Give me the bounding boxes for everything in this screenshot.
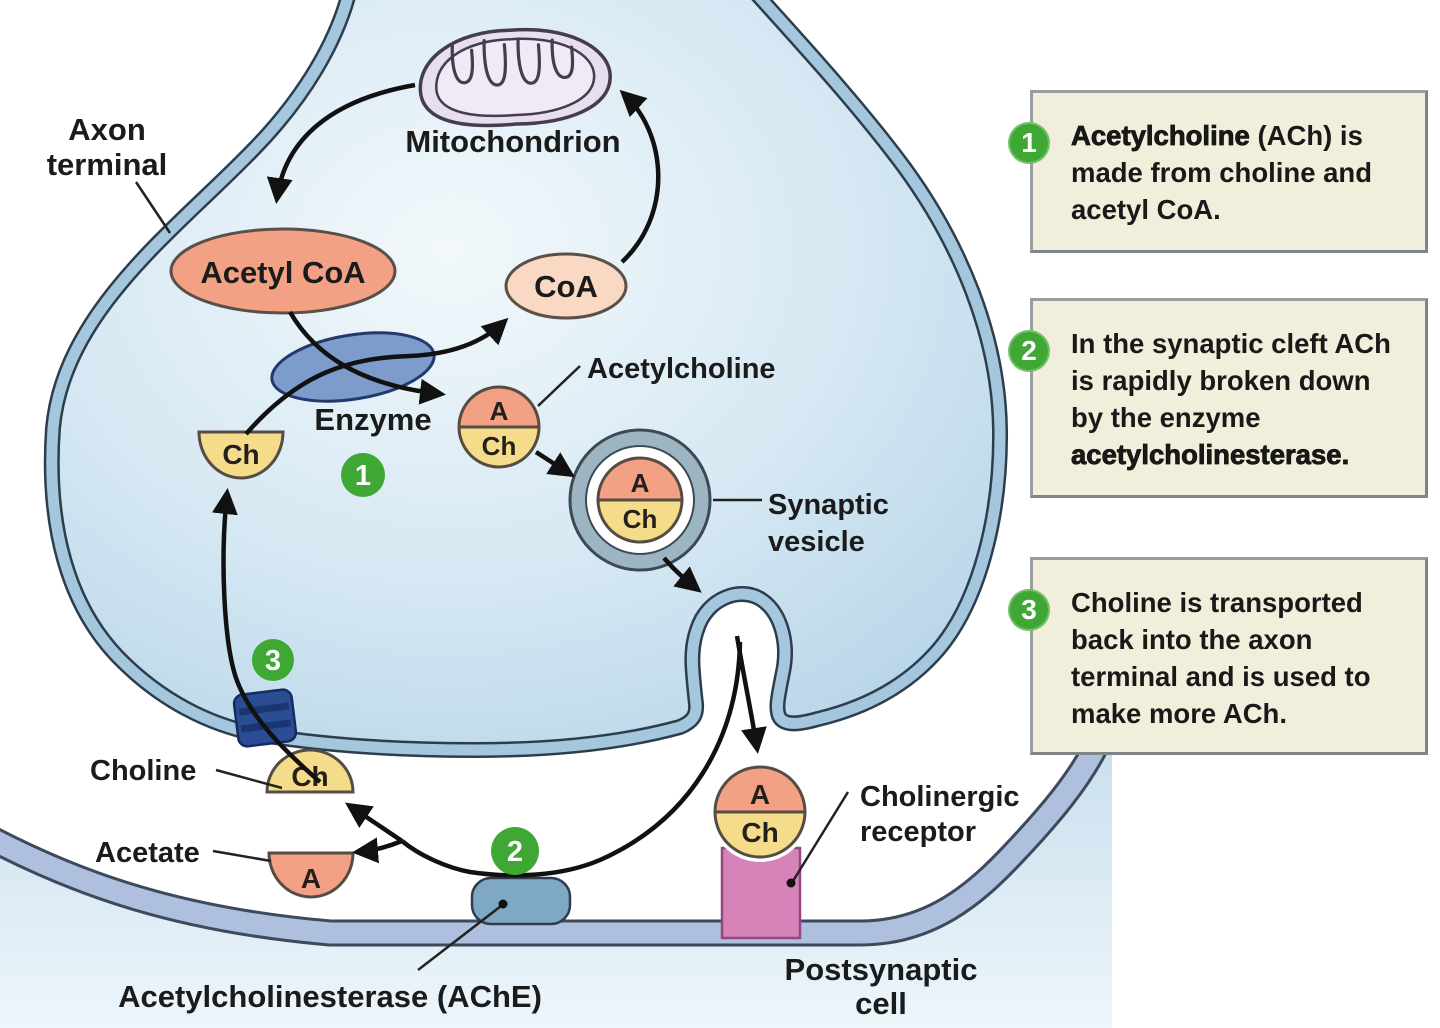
postsynaptic-cell-label-line2: cell (855, 986, 907, 1021)
ach-molecule-free: A Ch (457, 385, 541, 469)
callout-box-1: 1 Acetylcholine (ACh) is made from choli… (1008, 90, 1428, 253)
cleft-ch-label: Ch (291, 761, 328, 792)
label-pointers (134, 181, 850, 971)
pointer-ache (417, 905, 502, 971)
cholinergic-receptor-label-line2: receptor (860, 816, 976, 848)
process-arrows (211, 82, 767, 878)
svg-text:1: 1 (355, 460, 371, 492)
step-badge-3: 3 (252, 639, 294, 681)
arrow-choline-reuptake (211, 488, 322, 784)
pointer-dot-receptor (786, 878, 796, 888)
synaptic-vesicle-label-line2: vesicle (768, 526, 865, 558)
ache-enzyme-shape (470, 876, 572, 926)
arrow-choline-to-coa (244, 317, 509, 436)
mitochondrion-label: Mitochondrion (405, 124, 620, 159)
enzyme-label: Enzyme (314, 402, 431, 437)
callout-2-emphasis: acetylcholinesterase. (1071, 439, 1350, 471)
vesicle-ch-label: Ch (623, 504, 658, 534)
callout-text-1: Acetylcholine (ACh) is made from choline… (1071, 117, 1409, 228)
acetate-a-label: A (301, 863, 321, 894)
acetate-in-cleft: A (267, 851, 355, 899)
step-badge-1: 1 (341, 453, 385, 497)
choline-inside-terminal: Ch (197, 430, 285, 480)
synaptic-vesicle: A Ch (568, 428, 712, 572)
step-badge-2: 2 (491, 827, 539, 875)
callout-3-body: Choline is transported back into the axo… (1071, 587, 1371, 729)
svg-text:3: 3 (265, 645, 281, 677)
coa-shape (504, 252, 628, 320)
axon-terminal-label-line1: Axon (68, 112, 146, 147)
ache-label: Acetylcholinesterase (AChE) (118, 979, 542, 1014)
postsynaptic-cell-label-line1: Postsynaptic (785, 952, 978, 987)
callout-box-3: 3 Choline is transported back into the a… (1008, 557, 1428, 755)
receptor-a-label: A (750, 779, 770, 810)
acetylcholine-label: Acetylcholine (587, 353, 776, 385)
vesicle-a-label: A (631, 468, 650, 498)
ach-molecule-on-receptor: A Ch (710, 762, 810, 862)
mitochondrion-shape (418, 27, 612, 128)
inner-ch-label: Ch (222, 439, 259, 470)
callout-badge-3: 3 (1008, 589, 1050, 631)
callout-text-2: In the synaptic cleft ACh is rapidly bro… (1071, 325, 1409, 473)
acetyl-coa-label: Acetyl CoA (200, 255, 365, 290)
pointer-choline (215, 768, 283, 790)
pointer-receptor (791, 791, 850, 882)
arrow-vesicle-to-membrane (662, 556, 702, 593)
acetate-label: Acetate (95, 837, 200, 869)
callout-1-body: (ACh) is made from choline and acetyl Co… (1071, 120, 1373, 225)
postsynaptic-membrane-band (0, 737, 1108, 944)
callout-text-3: Choline is transported back into the axo… (1071, 584, 1409, 732)
cholinergic-receptor-shape (720, 846, 802, 940)
arrow-to-acetate (352, 837, 403, 864)
choline-label: Choline (90, 755, 196, 787)
postsynaptic-cell-body (0, 742, 1112, 1028)
coa-label: CoA (534, 269, 598, 304)
pointer-acetate (212, 849, 272, 863)
axon-terminal-label-line2: terminal (47, 147, 168, 182)
callout-2-body: In the synaptic cleft ACh is rapidly bro… (1071, 328, 1391, 433)
svg-text:2: 2 (507, 836, 523, 868)
arrow-to-choline (345, 802, 404, 843)
acetyl-coa-shape (169, 227, 397, 315)
callout-box-2: 2 In the synaptic cleft ACh is rapidly b… (1008, 298, 1428, 498)
arrow-mito-to-acetylcoa (266, 82, 416, 204)
pointer-axon-terminal (134, 181, 172, 234)
arrow-ach-to-vesicle (534, 450, 576, 478)
arrow-coa-to-mito (619, 89, 661, 264)
callout-badge-1: 1 (1008, 122, 1050, 164)
receptor-ch-label: Ch (741, 817, 778, 848)
synaptic-vesicle-label-line1: Synaptic (768, 489, 889, 521)
pointer-dot-ache (498, 899, 508, 909)
cholinergic-receptor-label-line1: Cholinergic (860, 781, 1020, 813)
arrow-breakdown-curve (400, 641, 743, 878)
callout-1-emphasis: Acetylcholine (1071, 120, 1251, 152)
free-a-label: A (490, 396, 509, 426)
free-ch-label: Ch (482, 431, 517, 461)
pointer-acetylcholine (537, 365, 581, 407)
callout-badge-2: 2 (1008, 330, 1050, 372)
